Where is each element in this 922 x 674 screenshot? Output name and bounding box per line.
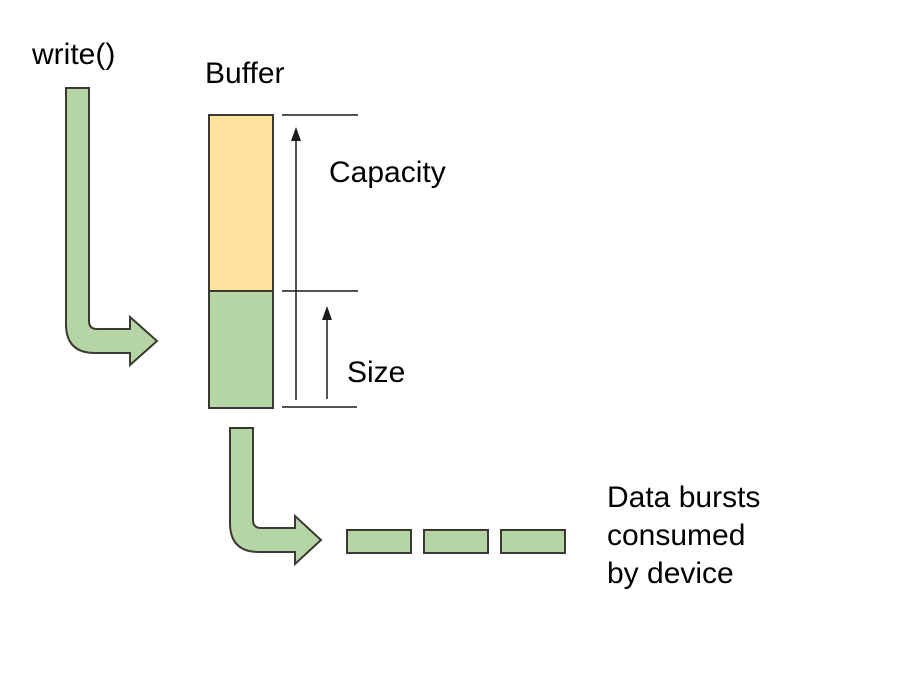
buffer-free-region [208,114,274,292]
buffer-label: Buffer [205,57,285,90]
write-call-label: write() [32,38,116,71]
data-bursts-caption: Data bursts consumed by device [607,481,761,590]
buffer-used-region [208,290,274,409]
data-burst-dash [346,529,412,554]
drain-flow-arrow [229,427,323,567]
write-flow-arrow [65,87,159,368]
size-arrowhead-icon [322,306,332,320]
capacity-arrowhead-icon [291,127,301,141]
size-label: Size [347,356,406,389]
data-burst-dash [423,529,489,554]
capacity-label: Capacity [329,156,446,189]
data-burst-dash [500,529,566,554]
